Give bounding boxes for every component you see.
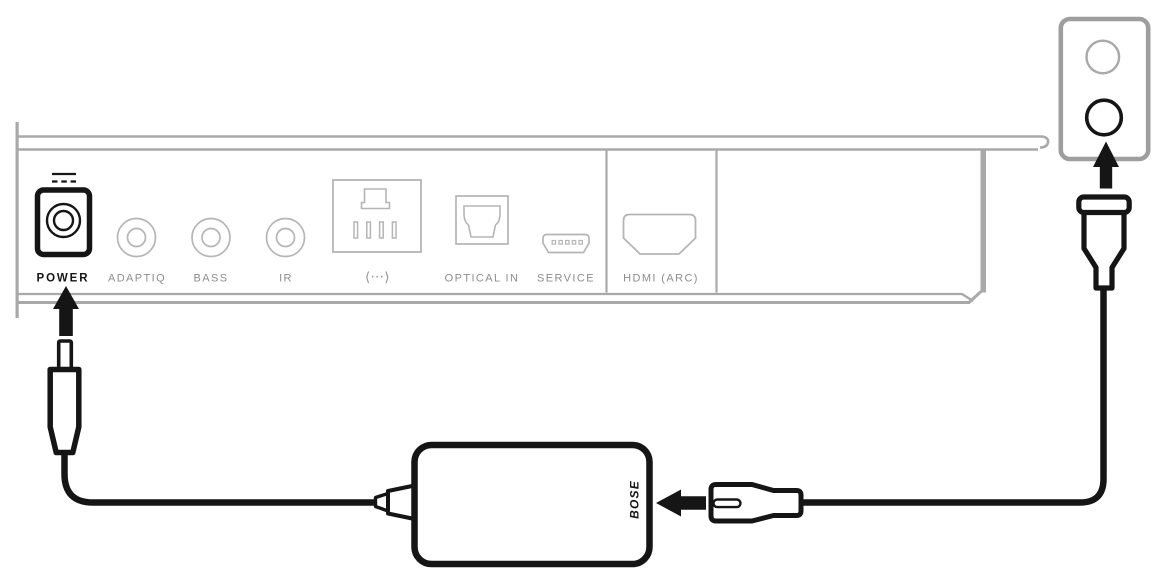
audio-jack-icon — [116, 217, 157, 258]
bass-port-label: BASS — [194, 273, 229, 285]
micro-usb-icon — [542, 233, 590, 254]
service-port: SERVICE — [537, 233, 595, 285]
arrow-up-to-power-icon — [53, 286, 79, 336]
power-jack-outline — [34, 187, 93, 258]
ac-plug-body — [1081, 209, 1127, 291]
usb-pin-icon — [578, 239, 584, 245]
bose-logo: BOSE — [628, 480, 642, 519]
power-adapter: BOSE — [373, 441, 653, 568]
network-port-label: ⟨···⟩ — [365, 271, 390, 286]
dc-cable — [61, 452, 381, 506]
ac-cable — [801, 288, 1107, 506]
power-jack-outer-ring — [45, 202, 82, 239]
adaptiq-port-label: ADAPTIQ — [108, 273, 166, 285]
usb-pin-icon — [571, 239, 577, 245]
panel-right-cap — [980, 149, 986, 293]
outlet-socket-bottom — [1084, 98, 1124, 137]
ac-plug-flange — [1076, 194, 1132, 216]
usb-pin-icon — [558, 239, 563, 245]
outlet-socket-top — [1085, 39, 1121, 75]
dc-cable-assembly — [47, 286, 381, 506]
ethernet-tab-icon — [360, 188, 391, 210]
network-port: ⟨···⟩ — [332, 179, 422, 286]
wall-outlet — [1058, 16, 1151, 189]
ethernet-pin-icon — [391, 221, 397, 239]
audio-jack-icon — [275, 227, 296, 248]
soundbar-rear-panel — [15, 122, 1050, 318]
dc-plug-body — [47, 366, 82, 456]
usb-pin-icon — [551, 239, 557, 245]
audio-jack-icon — [126, 227, 147, 248]
panel-top-edge-outer — [16, 135, 1050, 149]
power-port: POWER — [34, 172, 93, 285]
panel-bottom-edge-outer — [16, 290, 983, 304]
hdmi-arc-port: HDMI (ARC) — [622, 213, 699, 285]
power-jack-inner-ring — [52, 209, 75, 232]
panel-bottom-edge-inner — [16, 292, 974, 302]
optical-in-label: OPTICAL IN — [445, 273, 520, 285]
audio-jack-icon — [265, 217, 306, 258]
power-port-label: POWER — [37, 273, 90, 285]
hdmi-icon — [622, 213, 697, 255]
panel-left-cap — [15, 122, 19, 318]
dc-symbol-icon — [52, 172, 76, 183]
dc-plug-pin — [56, 339, 74, 372]
adapter-body — [411, 441, 653, 568]
optical-in-port: OPTICAL IN — [445, 195, 520, 285]
ir-port-label: IR — [279, 273, 293, 285]
audio-jack-icon — [191, 217, 231, 258]
service-port-label: SERVICE — [537, 273, 595, 285]
ac-connector-slot — [712, 498, 742, 509]
bass-port: BASS — [191, 217, 231, 285]
audio-jack-icon — [201, 227, 221, 248]
arrow-left-to-adapter-icon — [656, 489, 706, 517]
arrow-up-to-outlet-icon — [1093, 141, 1119, 189]
ethernet-port-icon — [332, 179, 422, 253]
ac-connector-body — [708, 482, 804, 524]
ac-cable-assembly — [656, 194, 1132, 524]
ir-port: IR — [265, 217, 306, 285]
adapter-strain-relief — [386, 483, 417, 521]
hdmi-arc-label: HDMI (ARC) — [623, 273, 699, 285]
adaptiq-port: ADAPTIQ — [108, 217, 166, 285]
ethernet-pin-icon — [353, 221, 359, 239]
usb-pin-icon — [564, 239, 570, 245]
optical-toslink-icon — [463, 205, 501, 238]
ethernet-pin-icon — [378, 221, 384, 239]
ethernet-pin-icon — [366, 221, 372, 239]
optical-port-outline — [455, 195, 509, 245]
